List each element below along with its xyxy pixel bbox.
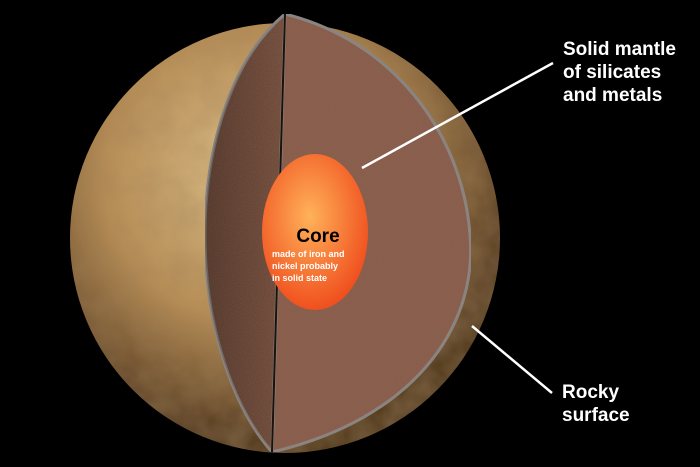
mantle-label-line-1: Solid mantle [563, 39, 676, 60]
mantle-label-line-3: and metals [563, 85, 663, 106]
mantle-leader-line [361, 61, 554, 170]
surface-label-line-1: Rocky [562, 382, 620, 403]
surface-leader-line [471, 325, 553, 394]
surface-label-line-2: surface [562, 405, 630, 426]
mantle-left-shade [205, 14, 285, 452]
mantle-label-line-2: of silicates [563, 62, 662, 83]
core-title: Core [296, 226, 340, 247]
core-label: Core made of iron and nickel probably in… [272, 226, 358, 284]
surface-label: Rocky surface [562, 381, 630, 427]
core-description: made of iron and nickel probably in soli… [272, 248, 358, 284]
core [262, 154, 368, 310]
core-description-line-3: in solid state [272, 273, 328, 283]
mantle-cutaway [270, 12, 473, 454]
core-description-line-2: nickel probably [272, 261, 339, 271]
mantle-label: Solid mantle of silicates and metals [563, 38, 676, 107]
core-description-line-1: made of iron and [272, 249, 345, 259]
